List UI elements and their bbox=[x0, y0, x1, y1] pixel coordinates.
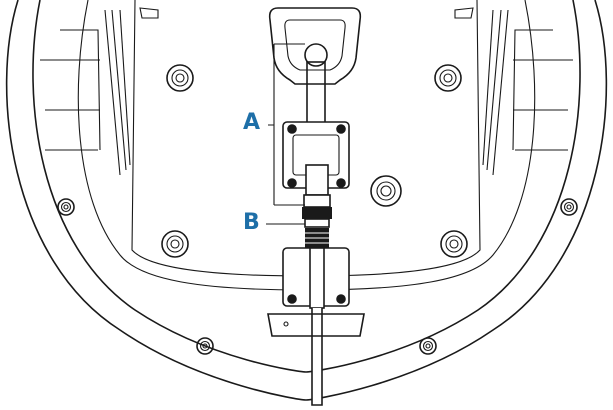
screw-top-left bbox=[166, 64, 194, 92]
screw-center bbox=[370, 175, 402, 207]
callout-label-a: A bbox=[243, 110, 261, 135]
right-rib-panel bbox=[454, 7, 573, 176]
bottom-cover bbox=[267, 313, 365, 337]
callout-label-b: B bbox=[243, 210, 260, 235]
screw-bottom-right bbox=[419, 337, 437, 355]
screw-bottom-left bbox=[196, 337, 214, 355]
cable-connector bbox=[302, 164, 332, 248]
callout-a-leader bbox=[268, 43, 305, 206]
screw-outer-right bbox=[560, 198, 578, 216]
cable bbox=[309, 247, 325, 406]
screw-mid-left bbox=[161, 230, 189, 258]
cable-handle-loop bbox=[268, 7, 362, 129]
screw-top-right bbox=[434, 64, 462, 92]
screw-outer-left bbox=[57, 198, 75, 216]
left-rib-panel bbox=[40, 7, 159, 176]
screw-mid-right bbox=[440, 230, 468, 258]
